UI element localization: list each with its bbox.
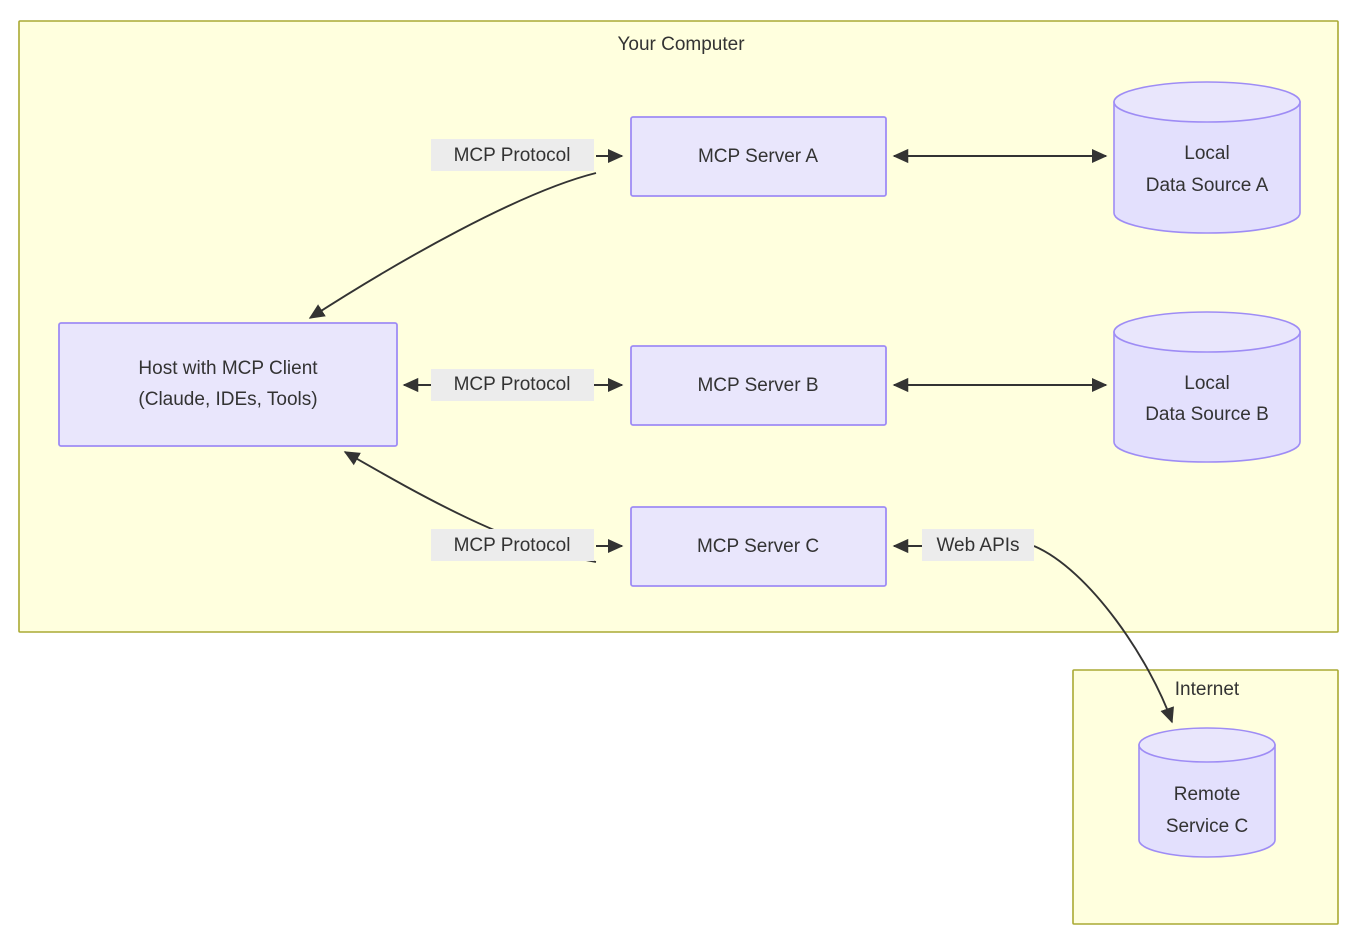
node-source-b-cylinder-top [1113,311,1301,353]
edge-server-c-remote-c [892,538,1174,724]
edge-label-host-server-a-bg [431,139,594,171]
edge-server-c-remote-c-curve [1033,545,1174,724]
node-server-b-label: MCP Server B [697,375,818,396]
edge-label-host-server-b: MCP Protocol [431,369,594,401]
node-remote-c-label-line1: Remote [1174,784,1241,805]
node-host-label-line1: Host with MCP Client [138,358,318,379]
edge-label-server-c-remote-c: Web APIs [922,529,1034,561]
cluster-your-computer-box [18,20,1339,633]
node-source-b-label-line2: Data Source B [1145,404,1269,425]
node-source-a-cylinder-top [1113,81,1301,123]
node-source-a-label-line2: Data Source A [1146,175,1269,196]
node-server-b[interactable]: MCP Server B [630,345,887,426]
edge-label-host-server-a: MCP Protocol [431,139,594,171]
edge-label-host-server-a-text: MCP Protocol [454,145,571,166]
edge-label-server-c-remote-c-bg [922,529,1034,561]
node-remote-c-cylinder-top [1138,727,1276,763]
node-source-b[interactable]: Local Data Source B [1113,311,1301,463]
node-server-a-label: MCP Server A [698,146,818,167]
node-source-a-label-line1: Local [1184,143,1229,164]
node-host-box[interactable] [58,322,398,447]
node-host[interactable]: Host with MCP Client (Claude, IDEs, Tool… [58,322,398,447]
node-source-b-label-line1: Local [1184,373,1229,394]
edge-label-host-server-c-bg [431,529,594,561]
node-server-a[interactable]: MCP Server A [630,116,887,197]
node-remote-c-label-line2: Service C [1166,816,1248,837]
node-server-c[interactable]: MCP Server C [630,506,887,587]
edge-label-host-server-c-text: MCP Protocol [454,535,571,556]
node-server-c-box[interactable] [630,506,887,587]
node-server-b-box[interactable] [630,345,887,426]
node-source-a-cylinder-body[interactable] [1113,101,1301,234]
edge-host-server-a [308,148,624,319]
node-remote-c[interactable]: Remote Service C [1138,727,1276,858]
node-remote-c-cylinder-body[interactable] [1138,744,1276,858]
cluster-your-computer-label: Your Computer [617,34,745,55]
node-server-c-label: MCP Server C [697,536,819,557]
cluster-your-computer: Your Computer [18,20,1339,633]
edge-host-server-a-curve [308,172,597,319]
node-source-b-cylinder-body[interactable] [1113,331,1301,463]
cluster-internet-label: Internet [1175,679,1240,700]
node-server-a-box[interactable] [630,116,887,197]
edge-label-host-server-b-bg [431,369,594,401]
node-host-label-line2: (Claude, IDEs, Tools) [138,389,317,410]
edge-label-host-server-c: MCP Protocol [431,529,594,561]
edge-label-host-server-b-text: MCP Protocol [454,374,571,395]
node-source-a[interactable]: Local Data Source A [1113,81,1301,234]
edge-label-server-c-remote-c-text: Web APIs [936,535,1019,556]
